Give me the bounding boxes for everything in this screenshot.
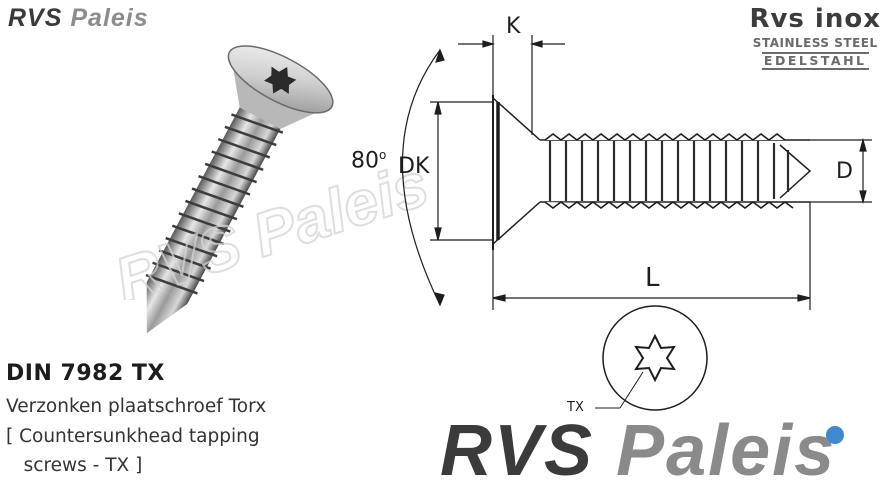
technical-drawing <box>402 35 872 411</box>
head-top-view <box>595 305 708 411</box>
inox-title: Rvs inox <box>749 4 881 34</box>
angle-value: 80 <box>351 148 379 174</box>
brand-logo-small: RVS Paleis <box>8 4 149 33</box>
angle-label: 80o <box>351 148 386 173</box>
big-logo-paleis-text: Paleis <box>616 411 837 491</box>
inox-edelstahl: EDELSTAHL <box>761 52 869 70</box>
product-name-en-line1: [ Countersunkhead tapping <box>6 426 260 447</box>
rvs-inox-stamp: Rvs inox STAINLESS STEEL EDELSTAHL <box>749 4 881 70</box>
thread-lines <box>145 113 284 295</box>
logo-dot-icon <box>826 426 844 444</box>
inox-stainless-steel: STAINLESS STEEL <box>752 36 878 50</box>
d-label: D <box>836 159 853 184</box>
thread-profile <box>544 133 794 209</box>
torx-recess-icon <box>264 66 297 94</box>
logo-rvs-text: RVS <box>8 4 63 32</box>
logo-paleis-text: Paleis <box>70 4 149 32</box>
k-label: K <box>506 14 521 39</box>
big-logo-rvs-text: RVS <box>440 411 595 491</box>
brand-logo-large: RVS Paleis <box>440 415 836 487</box>
watermark-logo: RVS Paleis <box>106 149 437 300</box>
tx-label: TX <box>567 400 584 415</box>
angle-unit: o <box>379 148 387 162</box>
screw-photo <box>145 45 334 334</box>
dk-label: DK <box>398 154 430 179</box>
product-name-en-line2: screws - TX ] <box>6 455 143 476</box>
product-code: DIN 7982 TX <box>6 361 165 386</box>
product-name-nl: Verzonken plaatschroef Torx <box>6 396 267 417</box>
l-label: L <box>645 263 660 293</box>
